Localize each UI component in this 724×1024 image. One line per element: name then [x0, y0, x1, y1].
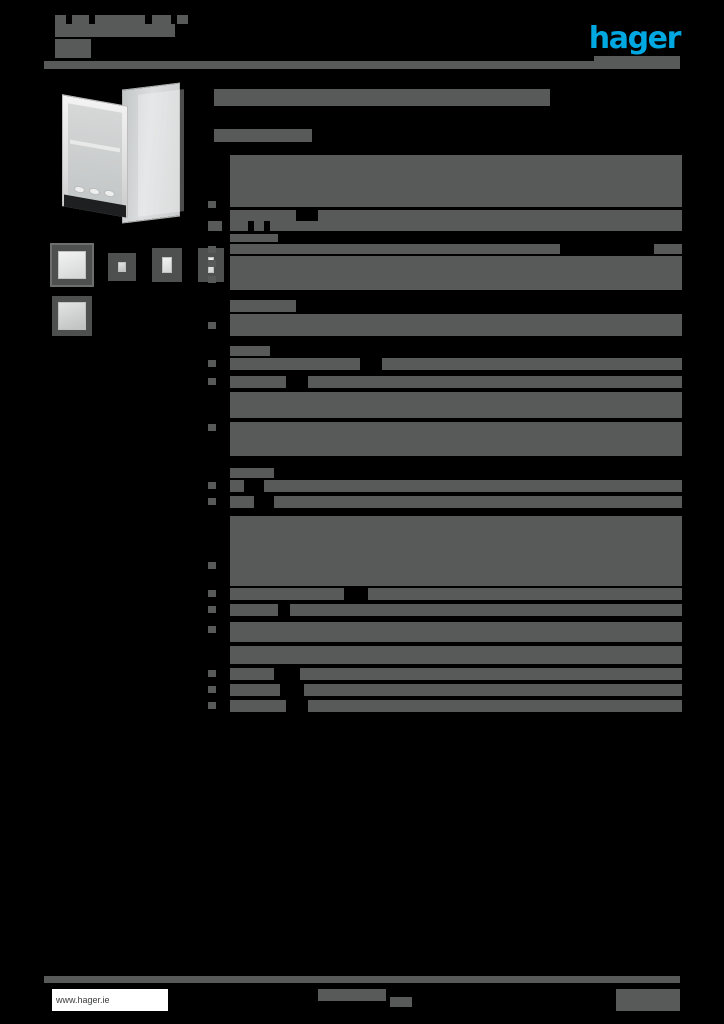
spec-row-redaction — [382, 358, 682, 370]
spec-row-redaction — [308, 376, 682, 388]
gallery-thumbnail-5[interactable] — [52, 296, 92, 336]
spec-row-redaction — [230, 256, 682, 290]
spec-group-4 — [208, 300, 682, 336]
spec-row-redaction — [230, 300, 296, 312]
gallery-thumbnail-image-3 — [162, 257, 172, 273]
spec-row-marker — [208, 322, 216, 329]
spec-row-marker — [208, 276, 216, 283]
spec-row-marker — [208, 482, 216, 489]
gallery-thumbnail-image-2 — [118, 262, 126, 272]
spec-row-redaction — [230, 646, 682, 664]
spec-row-marker — [208, 260, 216, 267]
spec-row-redaction — [230, 516, 682, 578]
spec-row-marker — [208, 360, 216, 367]
spec-row-redaction — [654, 244, 682, 254]
page-header: hager — [0, 0, 724, 80]
footer-url-text: www.hager.ie — [56, 995, 110, 1005]
spec-row-redaction — [230, 221, 248, 231]
spec-row-redaction — [230, 210, 296, 221]
title-redaction-bar-4 — [152, 15, 171, 24]
spec-row-marker — [208, 378, 216, 385]
spec-row-redaction — [290, 604, 682, 616]
logo-underbar-redaction — [594, 56, 680, 65]
spec-row-marker — [208, 498, 216, 505]
spec-row-marker — [208, 626, 216, 633]
enclosure-door-glare — [138, 89, 184, 217]
title-redaction-bar-3 — [95, 15, 145, 24]
gallery-thumbnail-image-5 — [58, 302, 86, 330]
spec-row-marker — [208, 424, 216, 431]
footer-center-redaction-b — [390, 997, 412, 1007]
spec-row-redaction — [264, 480, 682, 492]
spec-row-redaction — [230, 358, 360, 370]
spec-row-redaction — [208, 221, 222, 231]
spec-group-7 — [208, 516, 682, 578]
title-redaction-bar-5 — [177, 15, 188, 24]
spec-group-3 — [208, 234, 682, 290]
spec-row-marker — [208, 590, 216, 597]
spec-row-marker — [208, 670, 216, 677]
spec-row-redaction — [230, 496, 254, 508]
spec-group-1 — [208, 155, 682, 221]
page-subtitle — [214, 129, 312, 142]
spec-group-5 — [208, 346, 682, 456]
spec-group-2 — [208, 221, 682, 233]
spec-row-redaction — [318, 210, 682, 221]
title-redaction-bar-1 — [55, 15, 66, 24]
footer-page-number-redaction — [616, 989, 680, 1011]
product-image[interactable] — [52, 82, 204, 234]
spec-row-marker — [208, 201, 216, 208]
spec-row-redaction — [230, 578, 682, 586]
footer-center-redaction-a — [318, 989, 386, 1001]
spec-row-redaction — [308, 700, 682, 712]
gallery-thumbnail-image-1 — [58, 251, 86, 279]
spec-row-redaction — [230, 392, 682, 418]
spec-row-redaction — [300, 668, 682, 680]
spec-row-redaction — [230, 480, 244, 492]
spec-row-redaction — [230, 376, 286, 388]
spec-row-redaction — [230, 155, 682, 207]
spec-row-redaction — [270, 221, 682, 231]
spec-row-marker — [208, 686, 216, 693]
spec-row-redaction — [274, 496, 682, 508]
gallery-thumbnail-1[interactable] — [50, 243, 94, 287]
spec-row-redaction — [368, 588, 682, 600]
spec-row-marker — [208, 606, 216, 613]
gallery-thumbnail-3[interactable] — [152, 248, 182, 282]
spec-group-10 — [208, 684, 682, 714]
gallery-thumbnail-2[interactable] — [108, 253, 136, 281]
spec-row-redaction — [230, 700, 286, 712]
spec-row-marker — [208, 562, 216, 569]
footer-divider — [44, 976, 680, 983]
title-redaction-bar-7 — [55, 39, 91, 58]
spec-row-redaction — [230, 468, 274, 478]
spec-row-redaction — [230, 604, 278, 616]
spec-group-8 — [208, 578, 682, 642]
spec-row-redaction — [230, 346, 270, 356]
spec-group-9 — [208, 646, 682, 680]
header-divider — [44, 61, 680, 69]
spec-row-redaction — [230, 244, 560, 254]
spec-row-redaction — [304, 684, 682, 696]
spec-row-redaction — [230, 622, 682, 642]
spec-row-redaction — [230, 314, 682, 336]
hager-logo: hager — [588, 21, 682, 56]
spec-row-redaction — [254, 221, 264, 231]
spec-row-redaction — [230, 422, 682, 456]
title-redaction-bar-6 — [55, 24, 175, 37]
spec-row-marker — [208, 246, 216, 253]
spec-row-redaction — [230, 588, 344, 600]
footer-url-box[interactable]: www.hager.ie — [52, 989, 168, 1011]
spec-group-6 — [208, 468, 682, 516]
spec-row-redaction — [230, 234, 278, 242]
title-redaction-bar-2 — [72, 15, 89, 24]
spec-row-marker — [208, 702, 216, 709]
spec-row-redaction — [230, 684, 280, 696]
spec-row-redaction — [230, 668, 274, 680]
page-title — [214, 89, 550, 106]
